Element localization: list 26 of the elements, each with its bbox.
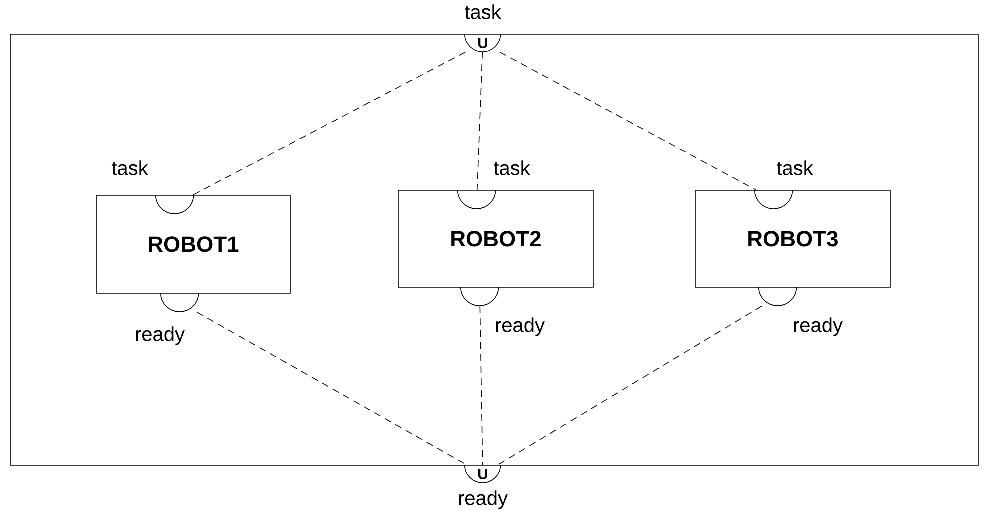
port-label: ready: [459, 490, 508, 510]
port-semicircle: U: [464, 464, 502, 484]
port-semicircle: [754, 190, 794, 210]
port-semicircle: [457, 190, 496, 210]
port-label: task: [112, 160, 148, 176]
port-label: ready: [136, 326, 185, 346]
port-label: task: [776, 160, 814, 176]
port-semicircle: U: [464, 34, 502, 52]
port-label: task: [494, 160, 530, 176]
port-label: ready: [496, 318, 545, 336]
port-semicircle: [758, 286, 798, 306]
port-semicircle: [460, 286, 500, 306]
component-box: ROBOT2: [398, 190, 594, 288]
connector-line: [498, 306, 762, 466]
component-box: ROBOT3: [695, 190, 891, 288]
connector-line: [480, 306, 484, 466]
port-semicircle: [160, 292, 200, 312]
component-box: ROBOT1: [96, 195, 291, 294]
port-label: ready: [794, 318, 843, 336]
connector-line: [196, 312, 468, 466]
connector-line: [476, 52, 484, 190]
connector-line: [500, 52, 756, 190]
port-label: task: [464, 4, 502, 20]
port-semicircle: [155, 194, 194, 214]
connector-line: [193, 52, 466, 196]
system-frame: [10, 34, 979, 466]
